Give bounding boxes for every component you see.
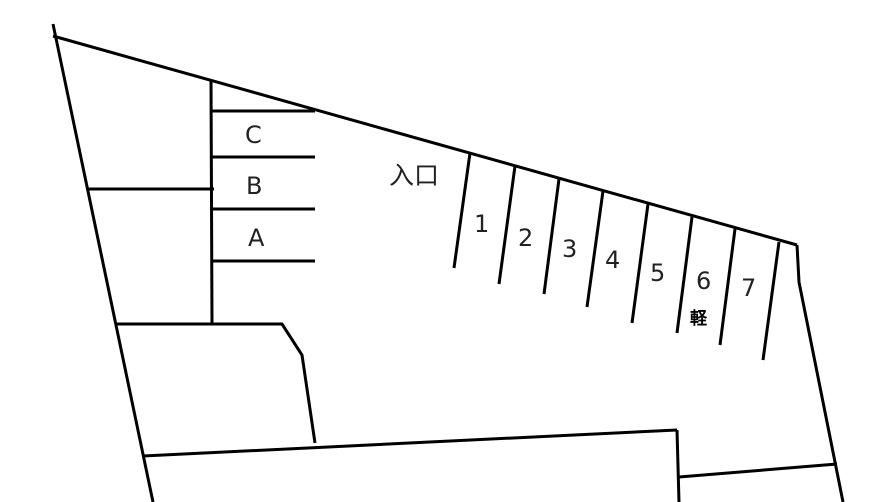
space-label-1: 1 <box>474 210 489 238</box>
lower-right-crossline <box>678 462 838 479</box>
space-divider-1 <box>452 152 472 269</box>
space-label-7: 7 <box>741 274 756 302</box>
space-label-b: B <box>246 172 262 200</box>
lot-boundary-right-edge <box>795 244 845 502</box>
space-label-5: 5 <box>650 259 665 287</box>
space-divider-8 <box>761 241 781 361</box>
space-label-3: 3 <box>562 235 577 263</box>
kei-car-label: 軽 <box>690 308 708 329</box>
space-label-a: A <box>248 224 265 252</box>
space-label-4: 4 <box>605 246 620 274</box>
space-divider-7 <box>718 228 737 346</box>
lot-boundary-top-edge <box>52 34 798 247</box>
space-label-6: 6 <box>696 267 711 295</box>
space-divider-6 <box>675 216 694 334</box>
lot-boundary-left-edge <box>51 23 155 502</box>
lower-right-structure <box>675 429 681 502</box>
left-divider-vertical <box>209 79 214 325</box>
space-label-c: C <box>245 121 262 149</box>
space-label-2: 2 <box>518 224 533 252</box>
entrance-label: 入口 <box>389 161 439 190</box>
space-divider-5 <box>630 203 650 324</box>
space-divider-2 <box>497 165 517 285</box>
road-line <box>142 428 678 458</box>
space-divider-3 <box>542 178 561 295</box>
building-outline <box>116 322 317 444</box>
space-divider-4 <box>585 190 605 308</box>
